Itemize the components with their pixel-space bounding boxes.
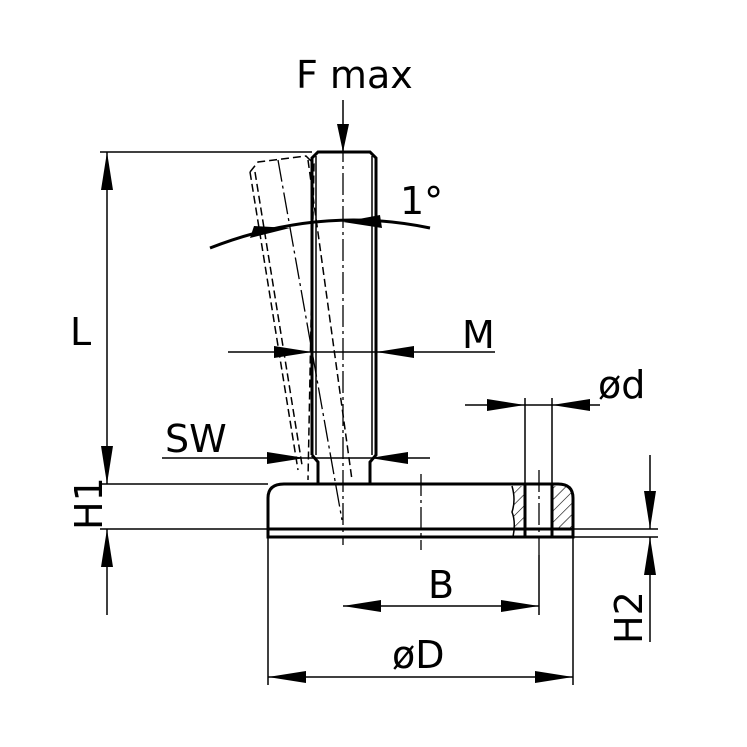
angle-label: 1° <box>400 179 443 223</box>
wrench-size-label: SW <box>165 417 227 461</box>
length-label: L <box>70 310 91 354</box>
base-diameter-label: øD <box>392 633 445 677</box>
angle-arc <box>209 218 431 250</box>
thread-label: M <box>462 313 495 357</box>
height-2-label: H2 <box>607 591 651 644</box>
force-label: F max <box>296 53 413 97</box>
base-plate <box>266 470 575 555</box>
tilted-stud-outline <box>249 155 353 521</box>
height-1-label: H1 <box>67 477 111 530</box>
hole-diameter-label: ød <box>598 363 645 407</box>
force-arrow-icon <box>337 124 349 152</box>
distance-label: B <box>428 563 454 607</box>
threaded-stud <box>310 140 378 545</box>
